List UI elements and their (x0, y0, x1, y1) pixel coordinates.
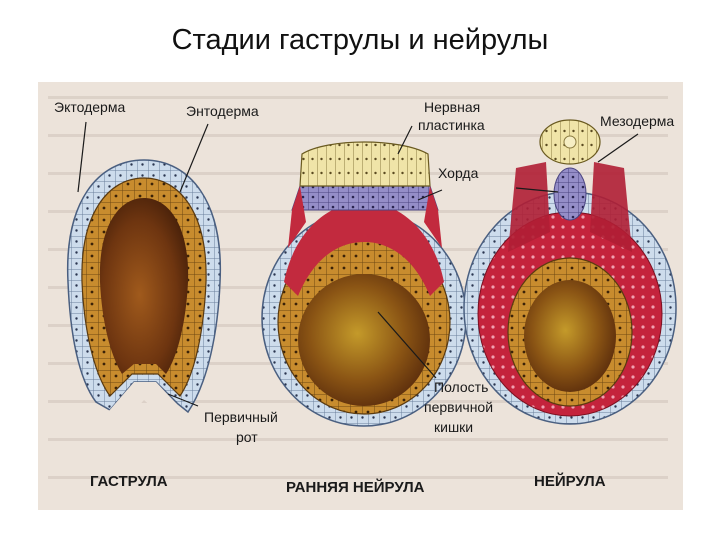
neurula-embryo (463, 119, 677, 425)
slide-title: Стадии гаструлы и нейрулы (171, 24, 549, 56)
label-gut-3: кишки (434, 419, 473, 435)
stage-neurula: НЕЙРУЛА (534, 472, 606, 490)
label-mesoderm: Мезодерма (600, 113, 674, 129)
label-gut-2: первичной (424, 399, 493, 415)
stage-early-neurula: РАННЯЯ НЕЙРУЛА (286, 478, 425, 496)
embryo-stages-figure: Эктодерма Энтодерма Нервная пластинка Ме… (38, 82, 683, 510)
label-gut-1: Полость (434, 379, 488, 395)
gastrula-embryo (66, 159, 222, 424)
label-blastopore-2: рот (236, 429, 258, 445)
label-notochord: Хорда (438, 165, 479, 181)
leader-lines (77, 121, 639, 407)
label-ectoderm: Эктодерма (54, 99, 125, 115)
label-neural-plate-1: Нервная (424, 99, 480, 115)
label-blastopore-1: Первичный (204, 409, 278, 425)
label-endoderm: Энтодерма (186, 103, 259, 119)
stage-gastrula: ГАСТРУЛА (90, 473, 168, 490)
label-neural-plate-2: пластинка (418, 117, 485, 133)
embryo-stages-diagram: Эктодерма Энтодерма Нервная пластинка Ме… (38, 82, 683, 510)
early-neurula-embryo (261, 141, 467, 427)
